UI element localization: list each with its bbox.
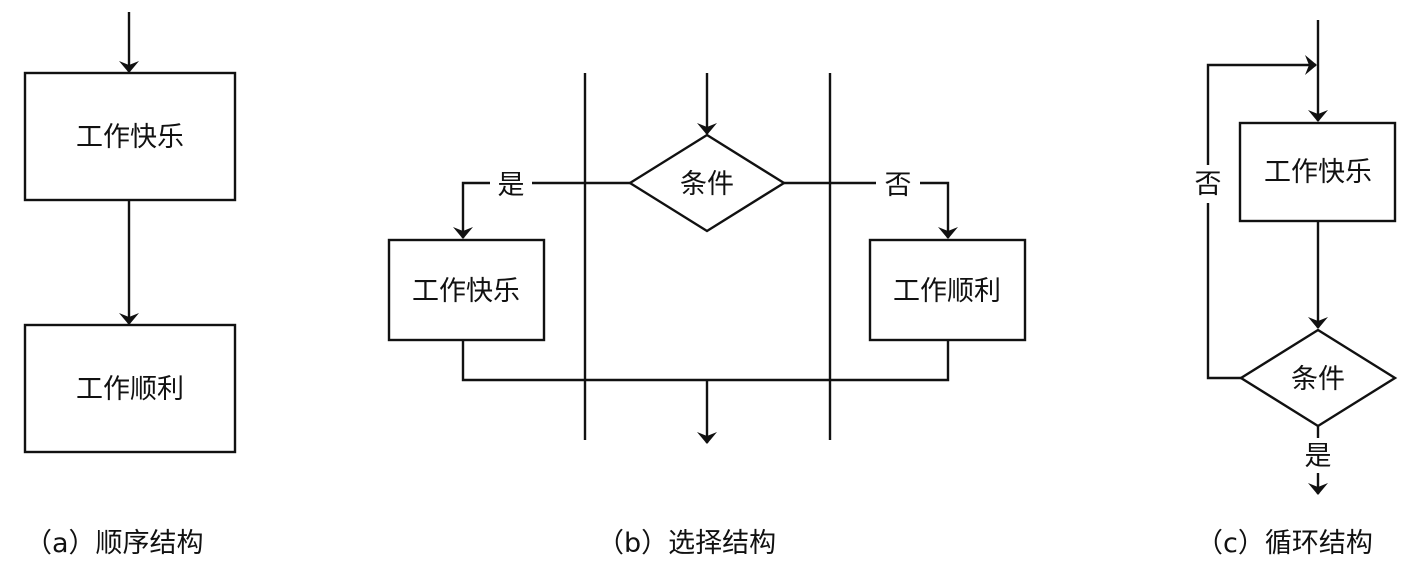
loop-caption: （c）循环结构 — [1196, 528, 1373, 559]
loop-process-box — [1238, 121, 1397, 223]
loop-process-box-label: 工作快乐 — [1264, 157, 1372, 188]
sequence-box-2-label: 工作顺利 — [76, 374, 184, 405]
selection-condition-label: 条件 — [680, 169, 734, 200]
selection-yes-label: 是 — [498, 170, 525, 201]
selection-no-label: 否 — [885, 170, 912, 201]
selection-right-box-label: 工作顺利 — [893, 276, 1001, 307]
selection-yes-branch — [453, 181, 630, 239]
loop-condition-label: 条件 — [1291, 364, 1345, 395]
selection-caption: （b）选择结构 — [597, 528, 776, 559]
selection-no-label-bg — [876, 168, 920, 198]
sequence-caption: （a）顺序结构 — [25, 528, 204, 559]
sequence-box-1-label: 工作快乐 — [76, 122, 184, 153]
selection-yes-label-bg — [490, 168, 532, 198]
selection-right-box — [868, 238, 1027, 342]
selection-condition-diamond — [627, 133, 787, 233]
loop-yes-label: 是 — [1305, 441, 1332, 472]
sequence-structure: 工作快乐 工作顺利 （a）顺序结构 — [23, 12, 237, 559]
selection-left-box — [387, 238, 546, 342]
loop-feedback-line — [1206, 55, 1317, 380]
selection-left-box-label: 工作快乐 — [412, 276, 520, 307]
loop-no-label-bg — [1192, 165, 1224, 203]
selection-structure: 是 否 条件 工作快乐 工作顺利 （b）选择结构 — [387, 73, 1027, 559]
sequence-box-2 — [23, 323, 237, 454]
selection-merge-line — [461, 340, 950, 382]
loop-no-label: 否 — [1195, 169, 1222, 200]
loop-structure: 否 工作快乐 条件 是 （c）循环结构 — [1192, 20, 1398, 559]
selection-no-branch — [784, 181, 958, 239]
